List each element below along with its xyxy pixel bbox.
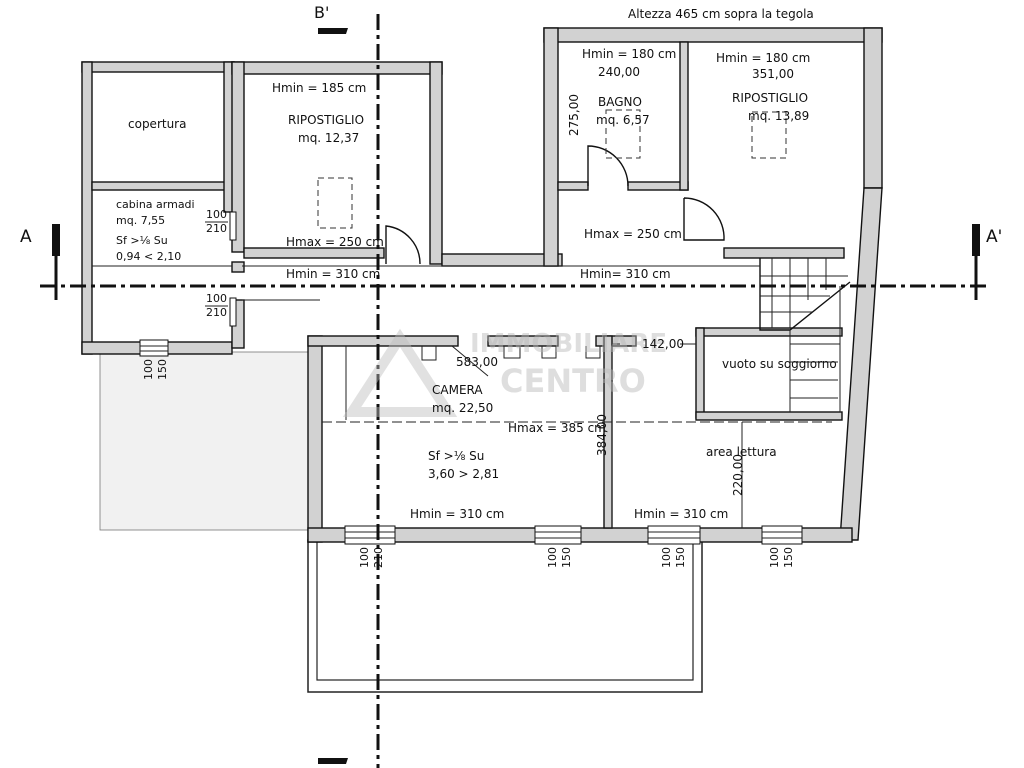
bagno-hmin: Hmin = 180 cm	[582, 47, 676, 61]
camera-ratio: 3,60 > 2,81	[428, 467, 499, 481]
lettura-dim: 220,00	[731, 454, 745, 496]
rip1-hmax: Hmax = 250 cm	[286, 235, 384, 249]
room-cabina-label: cabina armadi	[116, 198, 195, 211]
interior-lines	[92, 265, 832, 528]
corridor-hmin-left: Hmin = 310 cm	[286, 267, 380, 281]
section-mark-a-left: A	[20, 227, 32, 247]
section-mark-a-right: A'	[986, 227, 1002, 247]
door2-width: 100	[206, 292, 227, 305]
walls	[81, 27, 883, 543]
win4-height: 150	[782, 547, 795, 568]
bagno-area: mq. 6,57	[596, 113, 650, 127]
win1-width: 100	[358, 547, 371, 568]
doors	[385, 145, 725, 377]
section-mark-b-top: B'	[314, 3, 329, 22]
room-cabina-area: mq. 7,55	[116, 214, 165, 227]
win3-height: 150	[674, 547, 687, 568]
camera-dim-side: 384,00	[595, 414, 609, 456]
room-cabina-sf: Sf >⅛ Su	[116, 234, 168, 247]
camera-hmax: Hmax = 385 cm	[508, 421, 606, 435]
rip2-label: RIPOSTIGLIO	[732, 91, 808, 105]
camera-dim-top: 583,00	[456, 355, 498, 369]
camera-area: mq. 22,50	[432, 401, 493, 415]
rip2-dim: 351,00	[752, 67, 794, 81]
camera-hmin: Hmin = 310 cm	[410, 507, 504, 521]
room-cabina-ratio: 0,94 < 2,10	[116, 250, 181, 263]
height-note: Altezza 465 cm sopra la tegola	[628, 7, 814, 21]
rip2-area: mq. 13,89	[748, 109, 809, 123]
win2-height: 150	[560, 547, 573, 568]
win-cabina-width: 100	[142, 359, 155, 380]
vuoto-dim: 142,00	[642, 337, 684, 351]
door2-height: 210	[206, 306, 227, 319]
rip1-hmin: Hmin = 185 cm	[272, 81, 366, 95]
left-terrace	[99, 351, 309, 531]
camera-sf: Sf >⅛ Su	[428, 449, 484, 463]
lettura-hmin: Hmin = 310 cm	[634, 507, 728, 521]
win3-width: 100	[660, 547, 673, 568]
vuoto-label: vuoto su soggiorno	[722, 357, 837, 371]
bagno-dim: 240,00	[598, 65, 640, 79]
camera-label: CAMERA	[432, 383, 483, 397]
win-cabina-height: 150	[156, 359, 169, 380]
lettura-label: area lettura	[706, 445, 777, 459]
corridor-hmax: Hmax = 250 cm	[584, 227, 682, 241]
room-copertura-label: copertura	[128, 117, 186, 131]
watermark-line2: CENTRO	[500, 362, 646, 400]
staircase	[759, 258, 851, 412]
rip1-label: RIPOSTIGLIO	[288, 113, 364, 127]
watermark: IMMOBILIARE CENTRO	[342, 328, 667, 417]
bagno-side-dim: 275,00	[567, 94, 581, 136]
section-axes	[40, 14, 990, 768]
corridor-hmin-right: Hmin= 310 cm	[580, 267, 671, 281]
door1-width: 100	[206, 208, 227, 221]
window-marks	[139, 211, 803, 545]
rip1-area: mq. 12,37	[298, 131, 359, 145]
watermark-line1: IMMOBILIARE	[470, 329, 667, 359]
bagno-label: BAGNO	[598, 95, 642, 109]
rip2-hmin: Hmin = 180 cm	[716, 51, 810, 65]
win2-width: 100	[546, 547, 559, 568]
win1-height: 210	[372, 547, 385, 568]
door1-height: 210	[206, 222, 227, 235]
win4-width: 100	[768, 547, 781, 568]
skylights	[317, 109, 787, 229]
